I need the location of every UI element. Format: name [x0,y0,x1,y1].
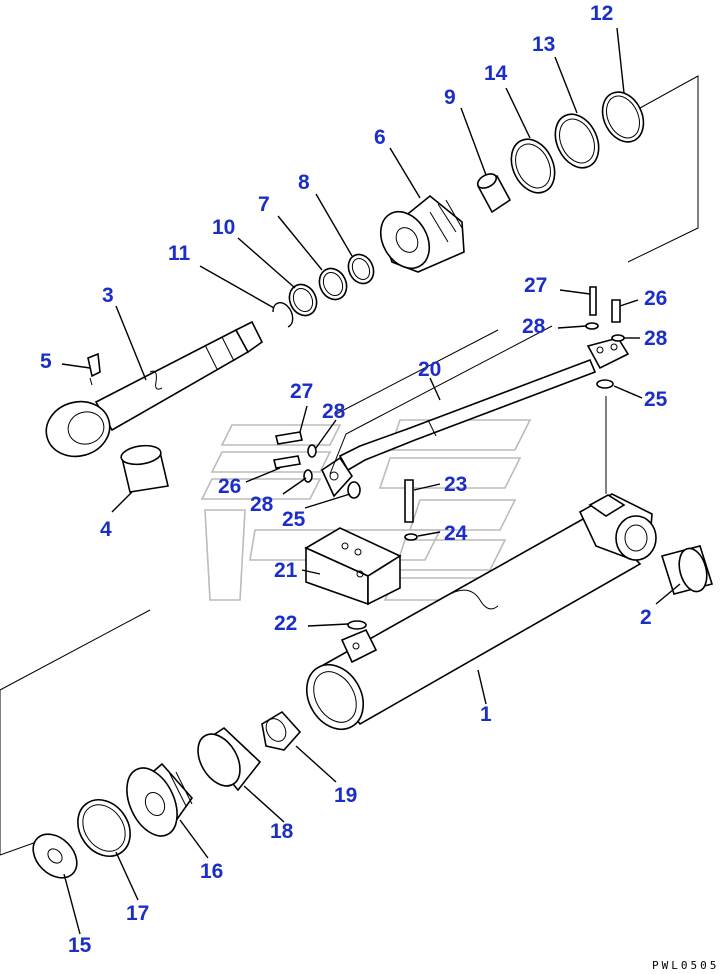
part-9-bushing [476,173,512,214]
callout-3: 3 [102,284,114,307]
callout-25-lower: 25 [282,508,306,531]
callout-8: 8 [298,171,310,194]
part-20-tube [338,358,597,472]
part-6-head [379,194,465,273]
callout-15: 15 [68,934,92,957]
part-22-oring [347,620,367,630]
part-1-cylinder-tube [305,493,657,730]
callout-18: 18 [270,820,294,843]
part-14-ring [510,138,556,194]
callout-13: 13 [532,33,555,56]
callout-16: 16 [200,860,223,883]
part-2-bushing [660,545,714,595]
callout-22: 22 [274,612,297,635]
part-lower-flange [320,456,354,498]
callout-10: 10 [212,216,235,239]
part-19-nut [261,710,302,751]
callout-5: 5 [40,350,52,373]
bolts-and-washers [273,286,625,541]
part-10-ring [288,283,318,317]
part-upper-flange [586,337,630,370]
callout-17: 17 [126,902,149,925]
leader-lines [61,27,681,935]
part-11-snap-ring [272,302,294,328]
callout-27-upper: 27 [524,274,547,297]
drawing-code: PWL0505 [652,959,719,972]
callout-14: 14 [484,62,508,85]
part-13-ring [554,113,600,169]
callout-6: 6 [374,126,386,149]
callout-4: 4 [100,518,112,541]
callout-24: 24 [444,522,468,545]
callout-11: 11 [168,242,191,265]
callout-26-lower: 26 [218,475,241,498]
part-18-ring [197,726,262,792]
part-17-ring [77,799,131,857]
callout-9: 9 [444,86,456,109]
part-12-ring [601,91,645,143]
callout-labels: 12 13 14 9 6 8 7 10 11 3 5 4 27 28 26 28… [40,2,668,957]
callout-7: 7 [258,193,270,216]
part-16-piston [126,762,194,837]
callout-28-lower-top: 28 [322,400,346,423]
callout-12: 12 [590,2,613,25]
part-5-grease-fitting [87,352,101,386]
callout-21: 21 [274,559,298,582]
part-7-ring [318,267,348,301]
callout-25-upper: 25 [644,388,668,411]
part-3-piston-rod [45,320,264,458]
part-21-block [304,527,402,606]
callout-23: 23 [444,473,467,496]
part-8-ring [347,253,375,285]
callout-2: 2 [640,606,652,629]
callout-27-lower: 27 [290,380,313,403]
callout-26-upper: 26 [644,287,667,310]
callout-20: 20 [418,358,441,381]
part-15-washer [32,833,78,879]
callout-28-lower: 28 [250,493,274,516]
callout-19: 19 [334,784,357,807]
callout-1: 1 [480,703,492,726]
callout-28-upper-right: 28 [644,327,668,350]
part-4-bushing [120,444,169,493]
callout-28-upper-left: 28 [522,315,546,338]
